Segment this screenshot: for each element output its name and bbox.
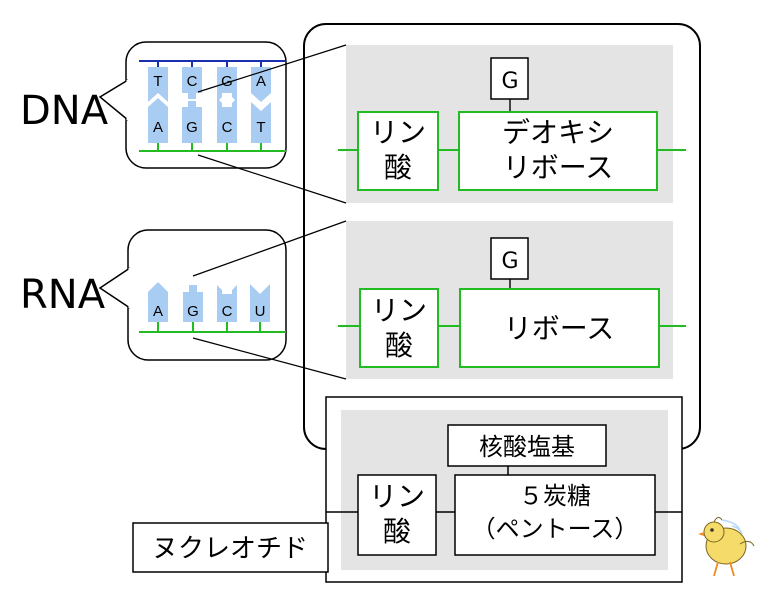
rna-zoom-line-top bbox=[192, 220, 347, 277]
nucleotide-panel: 核酸塩基 リン 酸 ５炭糖 （ペントース） bbox=[326, 410, 682, 570]
rna-phosphate-box bbox=[359, 288, 439, 368]
nucleotide-sugar-box bbox=[454, 474, 656, 556]
dna-sugar-label-line1: デオキシ bbox=[502, 116, 614, 149]
rna-base-label: A bbox=[153, 303, 163, 320]
dna-bottom-base-label: G bbox=[186, 119, 198, 136]
nucleotide-base-box bbox=[447, 424, 607, 467]
dna-phosphate-label-line1: リン bbox=[370, 116, 426, 149]
dna-top-base-a bbox=[251, 67, 271, 102]
nucleotide-phosphate-label-line2: 酸 bbox=[383, 515, 411, 548]
dna-phosphate-box bbox=[357, 111, 439, 191]
dna-sugar-box bbox=[458, 111, 658, 191]
dna-label: DNA bbox=[20, 88, 109, 134]
nucleotide-phosphate-box bbox=[357, 474, 437, 556]
dna-thumbnail: T C G A A G C T bbox=[98, 41, 287, 169]
rna-base-c bbox=[217, 285, 237, 322]
dna-top-base-t bbox=[148, 67, 168, 102]
rna-sugar-box bbox=[459, 288, 660, 368]
dna-bottom-base-label: A bbox=[153, 119, 163, 136]
rna-base-label: G bbox=[187, 303, 199, 320]
rna-phosphate-label-line2: 酸 bbox=[385, 329, 413, 362]
dna-bottom-base-a bbox=[148, 98, 168, 143]
dna-bottom-base-label: C bbox=[222, 119, 233, 136]
dna-bottom-base-label: T bbox=[256, 119, 265, 136]
dna-top-base-label: C bbox=[187, 73, 198, 90]
dna-zoom-line-bottom bbox=[197, 154, 347, 204]
rna-zoom-line-bottom bbox=[192, 337, 347, 380]
dna-sugar-label-line2: リボース bbox=[503, 151, 614, 184]
dna-top-base-c bbox=[182, 67, 202, 99]
dna-zoom-line-top bbox=[197, 44, 347, 93]
dna-top-base-label: A bbox=[256, 73, 266, 90]
nucleotide-sugar-label-line2: （ペントース） bbox=[472, 515, 639, 543]
chick-icon bbox=[698, 516, 755, 577]
dna-phosphate-label-line2: 酸 bbox=[384, 151, 412, 184]
rna-base-label: C bbox=[222, 303, 233, 320]
nucleotide-label-box bbox=[132, 522, 329, 573]
rna-sugar-label: リボース bbox=[504, 312, 615, 345]
dna-base-label: G bbox=[501, 69, 518, 94]
rna-base-u bbox=[250, 284, 270, 322]
rna-panel: G リン 酸 リボース bbox=[338, 221, 686, 379]
rna-base-label: G bbox=[501, 249, 518, 274]
dna-bottom-base-c bbox=[217, 98, 237, 143]
rna-label: RNA bbox=[20, 272, 106, 318]
nucleotide-base-label: 核酸塩基 bbox=[479, 433, 575, 461]
dna-top-base-g bbox=[217, 67, 237, 102]
dna-bottom-base-g bbox=[182, 101, 202, 143]
rna-base-g bbox=[183, 285, 203, 322]
rna-base-label: U bbox=[255, 303, 266, 320]
rna-thumbnail: A G C U bbox=[98, 229, 287, 361]
dna-base-box bbox=[490, 57, 529, 100]
nucleotide-phosphate-label-line1: リン bbox=[369, 480, 425, 513]
dna-top-base-label: T bbox=[153, 73, 162, 90]
nucleotide-label: ヌクレオチド bbox=[152, 534, 308, 564]
nucleotide-sugar-label-line1: ５炭糖 bbox=[519, 482, 591, 510]
rna-phosphate-label-line1: リン bbox=[371, 294, 427, 327]
dna-panel: G リン 酸 デオキシ リボース bbox=[338, 45, 686, 203]
dna-bottom-base-t bbox=[251, 102, 271, 143]
dna-top-base-label: G bbox=[221, 73, 233, 90]
rna-base-a bbox=[148, 282, 168, 322]
rna-base-box bbox=[490, 237, 529, 280]
